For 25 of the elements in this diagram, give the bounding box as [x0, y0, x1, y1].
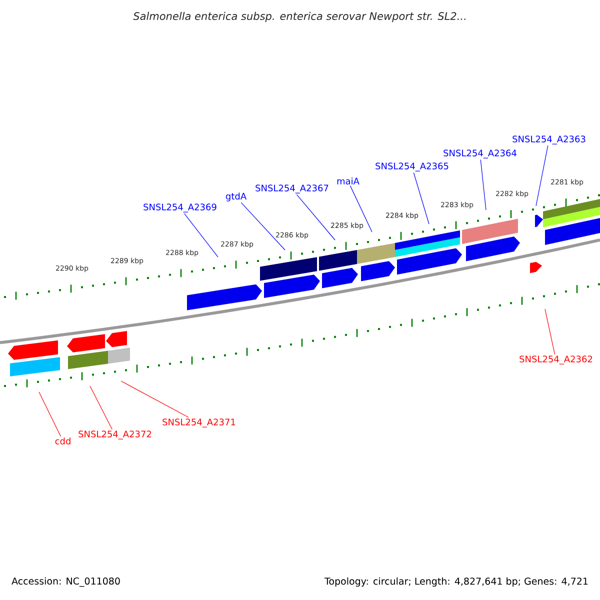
gene-label: SNSL254_A2364	[444, 150, 516, 158]
gene-label: cdd	[55, 438, 70, 444]
leader-line	[296, 194, 336, 240]
leader-line	[544, 308, 556, 355]
leader-line	[38, 392, 61, 437]
footer-text: Accession: NC_011080	[12, 577, 120, 587]
gene-label: SNSL254_A2365	[376, 162, 448, 172]
leader-line	[480, 159, 486, 210]
gene-label: gtdA	[226, 192, 246, 202]
gene-label: SNSL254_A2372	[78, 430, 152, 440]
gene-label: SNSL254_A2369	[144, 204, 216, 212]
leader-line	[90, 386, 112, 430]
leader-line	[240, 202, 286, 250]
leader-line	[184, 213, 218, 258]
leader-line	[120, 380, 189, 418]
gene-label: SNSL254_A2371	[162, 418, 236, 428]
gene-label: SNSL254_A2363	[512, 136, 586, 144]
leader-line	[536, 145, 548, 206]
gene-label: SNSL254_A2367	[256, 184, 328, 194]
leader-line	[413, 172, 430, 224]
title: Salmonella enterica subsp. enterica serovar Newport str. SL2...	[133, 12, 466, 22]
footer-text: Topology: circular; Length: 4,827,641 bp; Genes: 4,721	[324, 577, 588, 587]
leader-line	[350, 185, 372, 232]
gene-label: maiA	[337, 178, 360, 184]
gene-label: SNSL254_A2362	[520, 356, 592, 364]
